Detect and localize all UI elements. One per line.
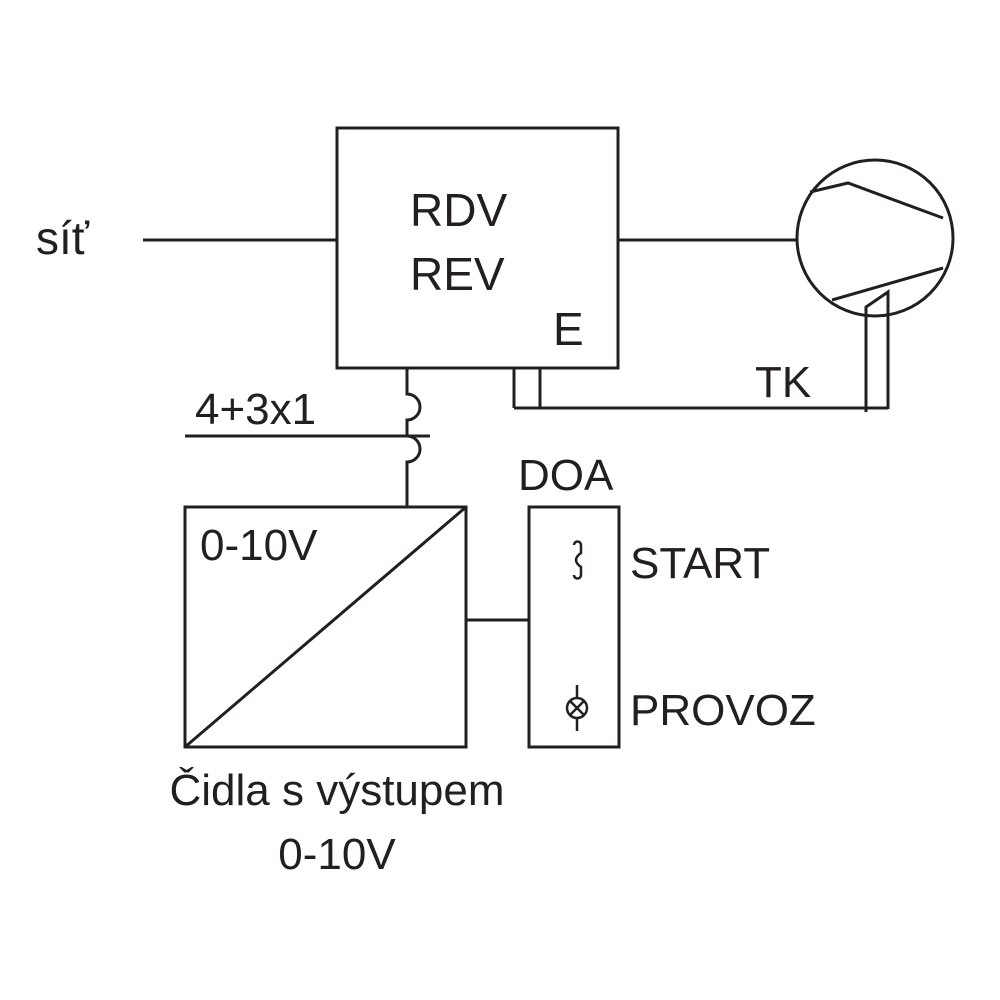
- controller-label-rdv: RDV: [410, 184, 507, 236]
- controller-box: [335, 126, 620, 370]
- controller-terminal-e: E: [553, 303, 584, 355]
- doa-label: DOA: [518, 451, 614, 500]
- start-button-icon: [572, 540, 583, 580]
- controller-label-rev: REV: [410, 248, 505, 300]
- sensor-caption-line1: Čidla s výstupem: [169, 765, 504, 815]
- sensor-box: [183, 505, 468, 749]
- run-lamp-icon: [565, 685, 589, 731]
- fan-motor-icon: [795, 158, 955, 412]
- run-label: PROVOZ: [630, 686, 816, 735]
- sensor-caption-line2: 0-10V: [278, 830, 396, 879]
- control-cable: [405, 368, 422, 507]
- mains-label: síť: [36, 212, 90, 264]
- doa-box: [527, 505, 621, 749]
- sensor-range-label: 0-10V: [200, 521, 318, 570]
- start-label: START: [630, 539, 770, 588]
- sensor-diagonal: [184, 505, 467, 749]
- thermal-contact-label: TK: [755, 358, 811, 407]
- thermal-contact-wiring: [512, 368, 888, 410]
- cable-spec-label: 4+3x1: [195, 385, 316, 434]
